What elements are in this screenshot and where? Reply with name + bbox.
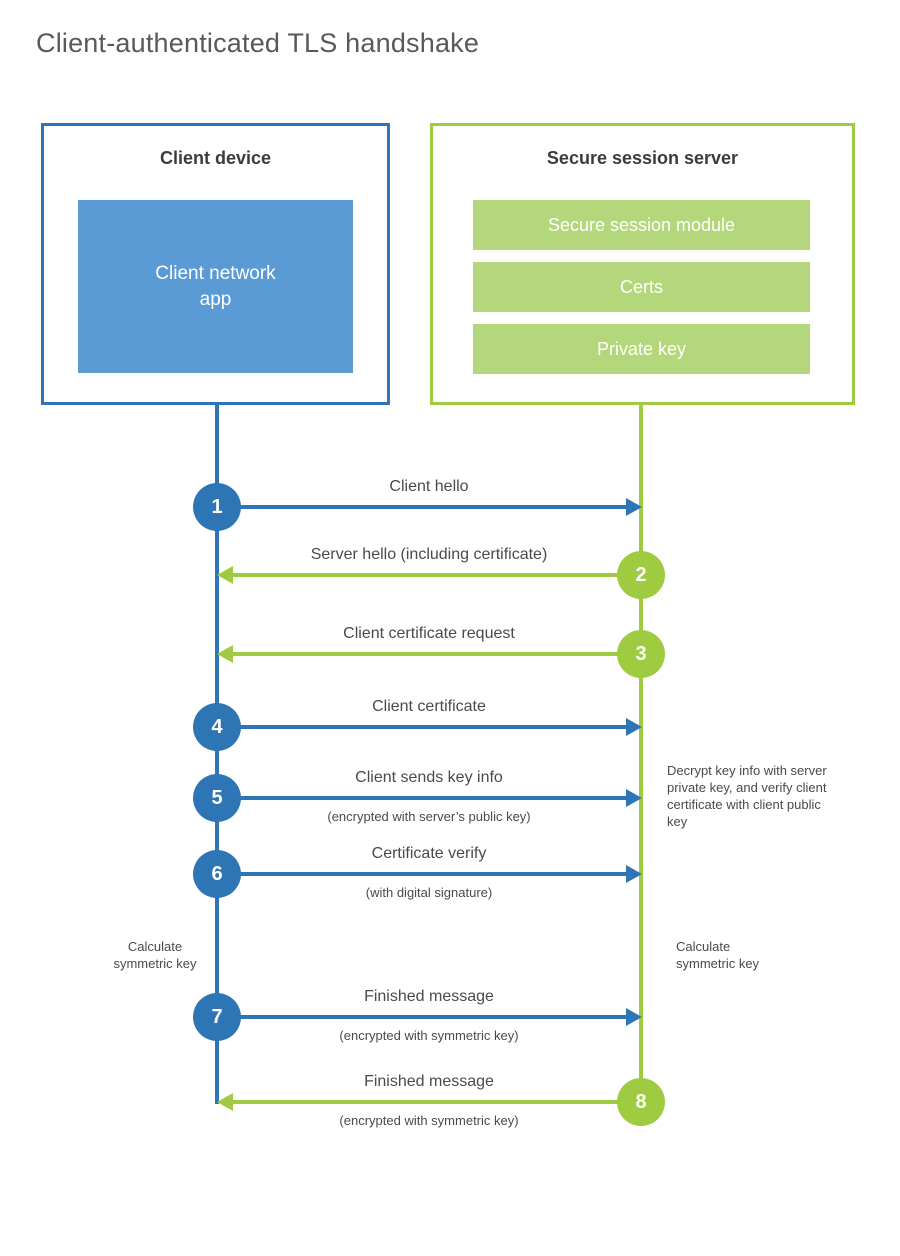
client-lifeline [215,402,219,1104]
message-label: Client hello [389,478,469,495]
calculate-symmetric-key-server-note: Calculate symmetric key [676,939,760,971]
message-label: Server hello (including certificate) [310,546,548,563]
message-sublabel: (encrypted with symmetric key) [339,1028,519,1043]
decrypt-key-note: Decrypt key info with server private key… [667,763,827,829]
message-label: Finished message [364,1073,494,1090]
arrow-shaft [217,796,627,800]
arrow-shaft [217,872,627,876]
step-badge-3: 3 [617,630,665,678]
secure-session-server-header: Secure session server [546,148,739,168]
step-badge-7: 7 [193,993,241,1041]
message-label: Certificate verify [371,845,487,862]
arrow-left-icon [217,1093,233,1111]
arrow-shaft [217,505,627,509]
server-bar-certs: Certs [473,262,810,312]
arrow-right-icon [626,865,642,883]
client-device-box: Client device Client network app [41,123,390,405]
secure-session-server-box: Secure session server Secure session mod… [430,123,855,405]
page-title: Client-authenticated TLS handshake [36,28,480,58]
arrow-shaft [231,652,641,656]
arrow-shaft [231,1100,641,1104]
step-badge-2: 2 [617,551,665,599]
server-bar-private-key: Private key [473,324,810,374]
server-bar-secure-session-module: Secure session module [473,200,810,250]
message-sublabel: (with digital signature) [365,885,493,900]
client-device-header: Client device [159,148,272,168]
message-label: Client certificate [372,698,486,715]
step-badge-5: 5 [193,774,241,822]
step-badge-1: 1 [193,483,241,531]
arrow-shaft [231,573,641,577]
calculate-symmetric-key-client-note: Calculate symmetric key [113,939,197,971]
step-badge-4: 4 [193,703,241,751]
arrow-left-icon [217,645,233,663]
arrow-right-icon [626,718,642,736]
arrow-right-icon [626,1008,642,1026]
arrow-left-icon [217,566,233,584]
message-label: Client sends key info [355,769,503,786]
message-label: Finished message [364,988,494,1005]
message-sublabel: (encrypted with server’s public key) [327,809,531,824]
step-badge-6: 6 [193,850,241,898]
client-network-app-box: Client network app [78,200,353,373]
message-sublabel: (encrypted with symmetric key) [339,1113,519,1128]
server-lifeline [639,402,643,1102]
message-label: Client certificate request [343,625,515,642]
arrow-right-icon [626,498,642,516]
arrow-shaft [217,1015,627,1019]
step-badge-8: 8 [617,1078,665,1126]
arrow-right-icon [626,789,642,807]
arrow-shaft [217,725,627,729]
